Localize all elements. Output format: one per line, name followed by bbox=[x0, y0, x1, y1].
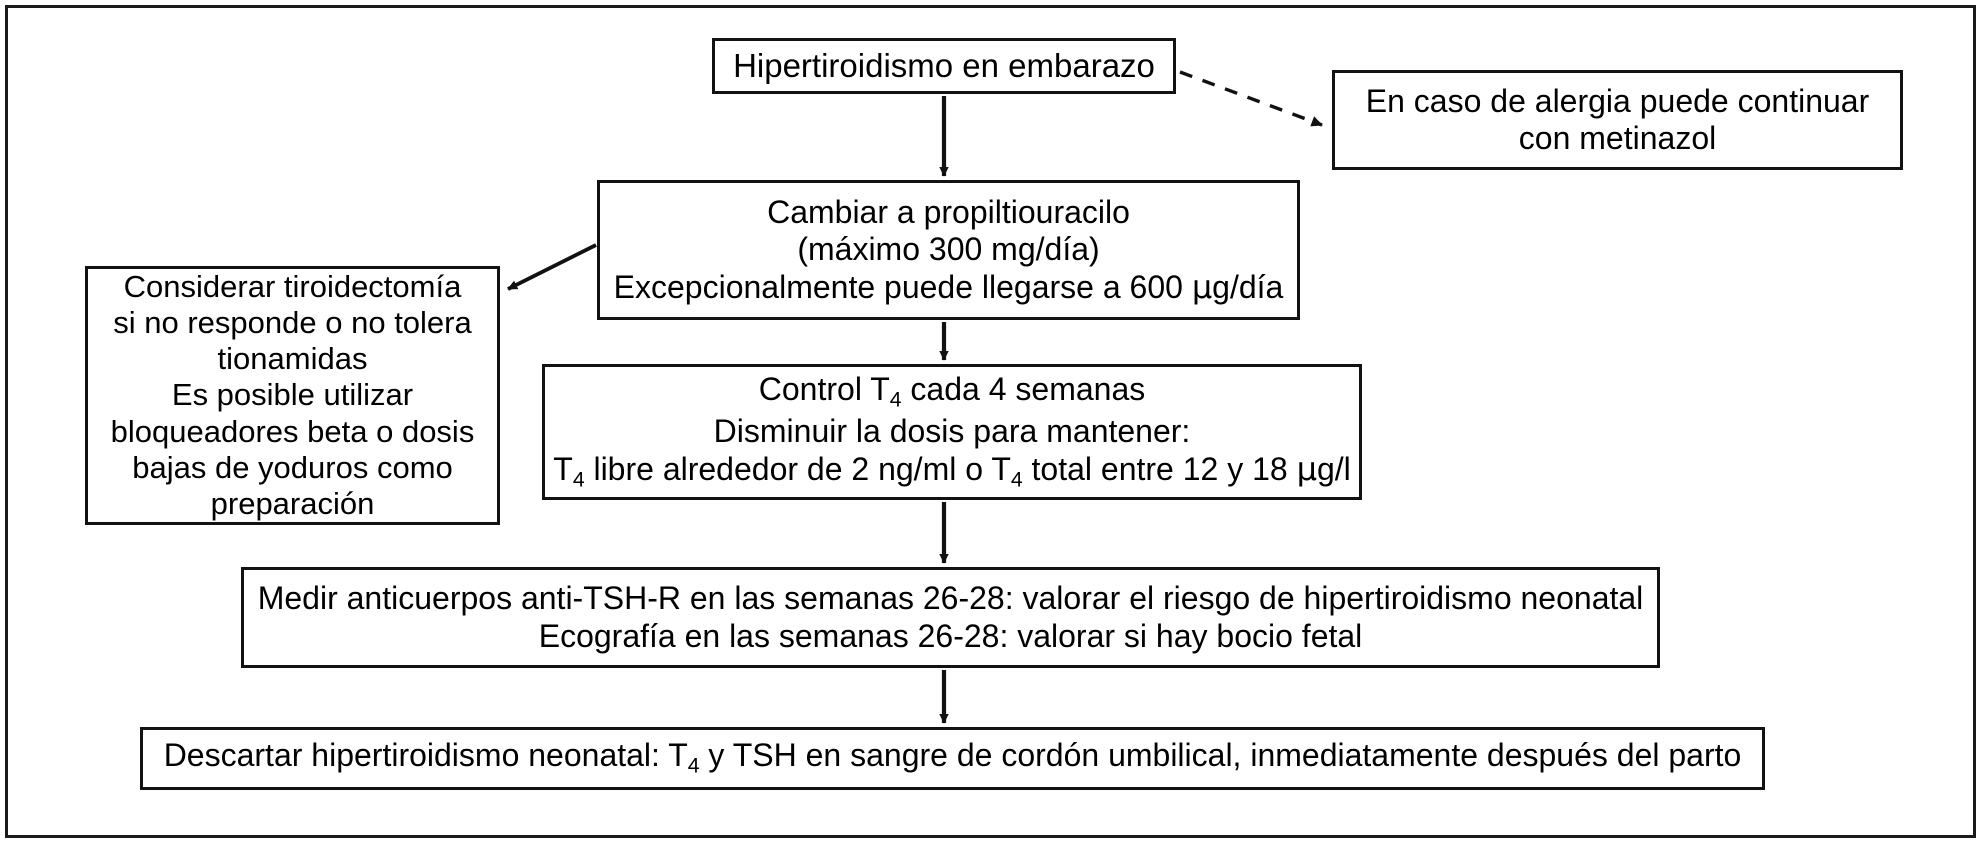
node-descartar-text-b: y TSH en sangre de cordón umbilical, inm… bbox=[699, 737, 1742, 774]
node-cambiar-line1: Cambiar a propiltiouracilo bbox=[767, 193, 1130, 230]
node-alergia-line2: con metinazol bbox=[1518, 120, 1717, 156]
node-control-line3-c: total entre 12 y 18 bbox=[1022, 450, 1297, 487]
subscript-4: 4 bbox=[889, 388, 902, 412]
node-alergia-line1: En caso de alergia puede continuar bbox=[1365, 82, 1870, 119]
node-tiroidectomia-line6: bajas de yoduros como bbox=[132, 449, 453, 485]
node-medir-line2: Ecografía en las semanas 26-28: valorar … bbox=[538, 617, 1363, 654]
node-control-line3-d: g/l bbox=[1316, 450, 1351, 487]
node-control-line3-a: T bbox=[553, 450, 573, 487]
diagram-outer-frame bbox=[5, 5, 1976, 838]
node-tiroidectomia-line2: si no responde o no tolera bbox=[113, 304, 472, 340]
micro-symbol: μ bbox=[1191, 267, 1213, 306]
node-cambiar-line2: (máximo 300 mg/día) bbox=[797, 231, 1100, 268]
node-control-line3-b: libre alrededor de 2 ng/ml o T bbox=[584, 450, 1011, 487]
node-descartar-label: Descartar hipertiroidismo neonatal: T4 y… bbox=[151, 737, 1754, 779]
node-medir-line1: Medir anticuerpos anti-TSH-R en las sema… bbox=[257, 580, 1644, 617]
node-medir-anticuerpos[interactable]: Medir anticuerpos anti-TSH-R en las sema… bbox=[241, 567, 1660, 668]
node-control-line1-a: Control T bbox=[758, 371, 890, 408]
node-descartar-hipertiroidismo-neonatal[interactable]: Descartar hipertiroidismo neonatal: T4 y… bbox=[140, 727, 1765, 790]
node-cambiar-label: Cambiar a propiltiouracilo(máximo 300 mg… bbox=[608, 194, 1289, 306]
node-tiroidectomia-line5: bloqueadores beta o dosis bbox=[110, 413, 475, 449]
node-cambiar-line3-text-b: g/día bbox=[1212, 268, 1284, 305]
node-control-line1: Control T4 cada 4 semanas bbox=[758, 371, 1146, 411]
subscript-4: 4 bbox=[687, 754, 700, 778]
node-cambiar-a-propiltiouracilo[interactable]: Cambiar a propiltiouracilo(máximo 300 mg… bbox=[597, 180, 1300, 320]
node-descartar-text-a: Descartar hipertiroidismo neonatal: T bbox=[163, 737, 688, 774]
node-cambiar-line3-text-a: Excepcionalmente puede llegarse a 600 bbox=[613, 268, 1192, 305]
micro-symbol: μ bbox=[1296, 449, 1317, 488]
subscript-4-second: 4 bbox=[1010, 468, 1023, 492]
node-hipertiroidismo-label: Hipertiroidismo en embarazo bbox=[733, 46, 1155, 84]
node-control-line2: Disminuir la dosis para mantener: bbox=[713, 413, 1191, 450]
node-tiroidectomia-line7: preparación bbox=[210, 486, 375, 522]
node-tiroidectomia-line1: Considerar tiroidectomía bbox=[123, 268, 462, 304]
node-tiroidectomia-line3: tionamidas bbox=[217, 341, 368, 377]
node-hipertiroidismo-en-embarazo[interactable]: Hipertiroidismo en embarazo bbox=[712, 38, 1176, 94]
node-control-line1-b: cada 4 semanas bbox=[901, 371, 1146, 408]
node-tiroidectomia-line4: Es posible utilizar bbox=[171, 377, 414, 413]
node-cambiar-line3: Excepcionalmente puede llegarse a 600 μg… bbox=[613, 267, 1284, 306]
node-medir-label: Medir anticuerpos anti-TSH-R en las sema… bbox=[252, 580, 1649, 655]
subscript-4-first: 4 bbox=[572, 468, 585, 492]
node-control-line3: T4 libre alrededor de 2 ng/ml o T4 total… bbox=[553, 449, 1351, 491]
